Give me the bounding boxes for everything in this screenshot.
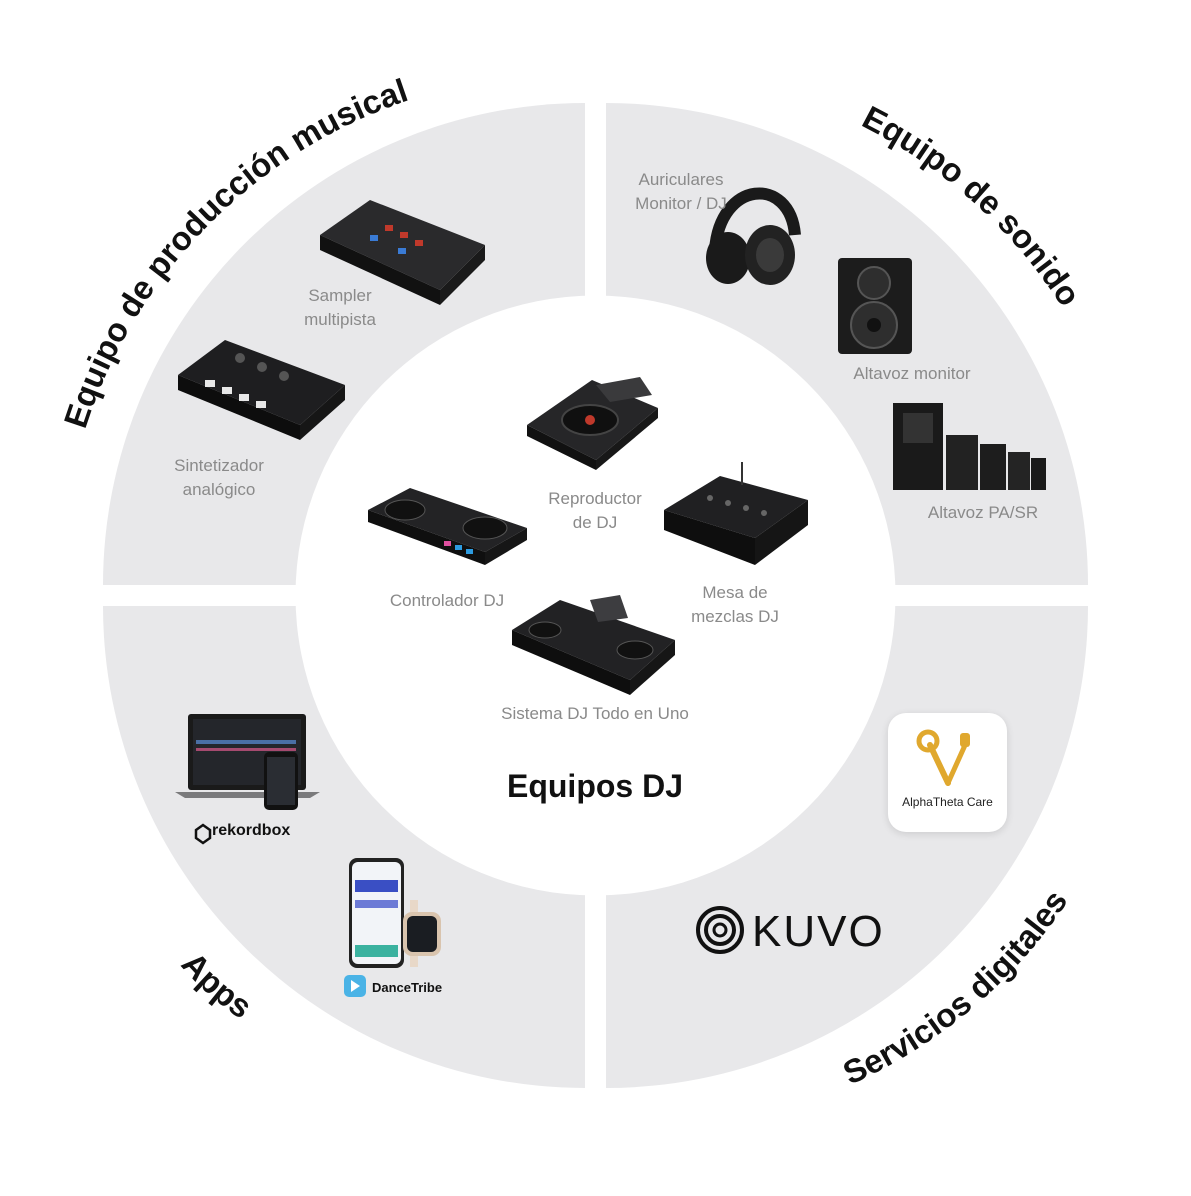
cdj-player-icon [527, 377, 658, 470]
phone-icon [264, 752, 298, 810]
kuvo-brand: KUVO [752, 907, 885, 956]
center-circle [295, 295, 896, 896]
label-pa-speaker: Altavoz PA/SR [927, 503, 1039, 522]
synth-device-icon [178, 340, 345, 440]
center-title: Equipos DJ [506, 768, 684, 804]
rekordbox-brand: rekordbox [212, 822, 290, 839]
pa-speaker-icon [893, 403, 1046, 490]
dancetribe-logo-icon [344, 975, 366, 997]
label-controller: Controlador DJ [389, 591, 505, 610]
sampler-device-icon [320, 200, 485, 305]
dancetribe-brand: DanceTribe [372, 980, 442, 995]
dancetribe-phone-icon [349, 858, 404, 968]
label-monitor-speaker: Altavoz monitor [853, 364, 971, 383]
laptop-icon [175, 714, 320, 798]
smartwatch-icon [403, 900, 441, 967]
monitor-speaker-icon [838, 258, 912, 354]
dj-mixer-icon [664, 462, 808, 565]
dj-controller-icon [368, 488, 527, 565]
rekordbox-logo-icon [194, 823, 212, 845]
wrench-screwdriver-icon [916, 729, 970, 786]
kuvo-logo-icon [696, 906, 744, 954]
alphatheta-care-label: AlphaTheta Care [902, 795, 993, 809]
quadrant-title-apps: Apps [175, 945, 259, 1026]
label-all-in-one: Sistema DJ Todo en Uno [501, 704, 689, 723]
headphones-icon [706, 187, 801, 285]
alphatheta-care-app[interactable]: AlphaTheta Care [888, 713, 1007, 832]
all-in-one-system-icon [512, 595, 675, 695]
